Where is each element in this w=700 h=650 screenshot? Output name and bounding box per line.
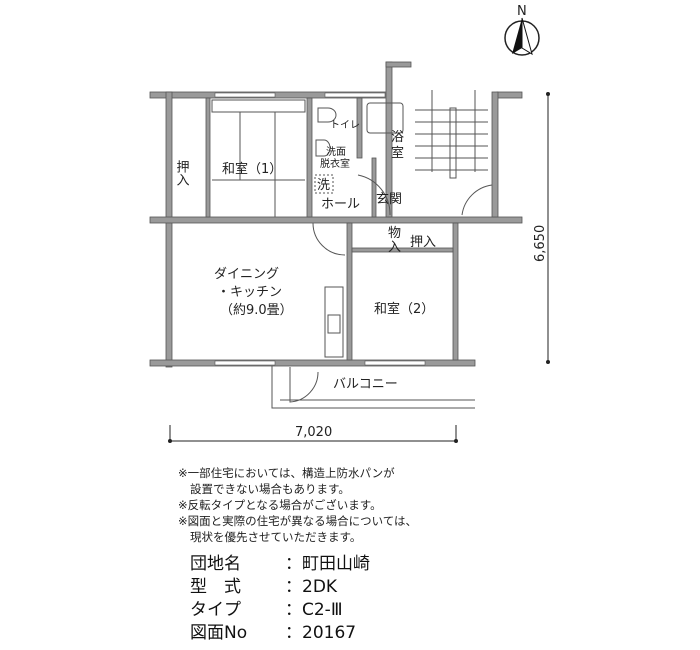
room-storage-2: 入 [388, 240, 401, 255]
fixtures [211, 90, 493, 409]
room-oshiire-2: 押入 [410, 235, 436, 250]
washer-label: 洗 [317, 178, 330, 193]
room-dk-2: ・キッチン [217, 285, 282, 300]
info-value: ：町田山崎 [285, 554, 370, 574]
info-value: ：C2-Ⅲ [285, 600, 343, 620]
info-key: 図面No [190, 623, 248, 643]
depth-label: 6,650 [533, 225, 548, 262]
info-key: 団地名 [190, 554, 241, 574]
info-row-drawing-no: 図面No ：20167 [190, 622, 370, 645]
note-line: ※図面と実際の住宅が異なる場合については、 [178, 514, 418, 528]
info-row-danchi: 団地名 ：町田山崎 [190, 553, 370, 576]
room-dk-3: （約9.0畳） [220, 303, 293, 318]
staircase [415, 90, 488, 179]
room-washitsu-2: 和室（2） [374, 301, 434, 317]
room-senmen: 洗面 [326, 146, 346, 158]
north-label: N [517, 4, 527, 19]
room-washitsu-1: 和室（1） [222, 161, 282, 177]
info-row-type: 型 式 ：2DK [190, 576, 370, 599]
info-key: 型 式 [190, 577, 241, 597]
room-datsuishitsu: 脱衣室 [320, 157, 350, 170]
room-oshiire-1: 押入 [174, 160, 190, 186]
north-arrow-icon: N [504, 4, 540, 56]
note-line: ※一部住宅においては、構造上防水パンが [178, 466, 395, 480]
note-line: ※反転タイプとなる場合がございます。 [178, 498, 382, 512]
note-line: 現状を優先させていただきます。 [190, 530, 362, 544]
room-toilet: トイレ [330, 120, 360, 131]
info-row-plan-type: タイプ ：C2-Ⅲ [190, 599, 370, 622]
room-bath-1: 浴 [391, 130, 404, 145]
room-dk-1: ダイニング [214, 267, 279, 282]
room-balcony: バルコニー [333, 377, 398, 392]
width-label: 7,020 [295, 425, 332, 440]
walls [149, 61, 523, 368]
note-line: 設置できない場合もあります。 [190, 482, 350, 496]
property-info: 団地名 ：町田山崎 型 式 ：2DK タイプ ：C2-Ⅲ 図面No ：20167 [190, 553, 370, 645]
info-key: タイプ [190, 600, 241, 620]
room-genkan: 玄関 [376, 192, 402, 207]
room-storage-1: 物 [388, 226, 401, 241]
room-bath-2: 室 [391, 145, 404, 161]
dimension-width: 7,020 [168, 425, 458, 443]
dimension-depth: 6,650 [533, 92, 550, 364]
info-value: ：2DK [285, 577, 338, 597]
room-hall: ホール [321, 197, 360, 212]
notes: ※一部住宅においては、構造上防水パンが 設置できない場合もあります。 ※反転タイ… [178, 465, 417, 545]
info-value: ：20167 [285, 623, 357, 643]
